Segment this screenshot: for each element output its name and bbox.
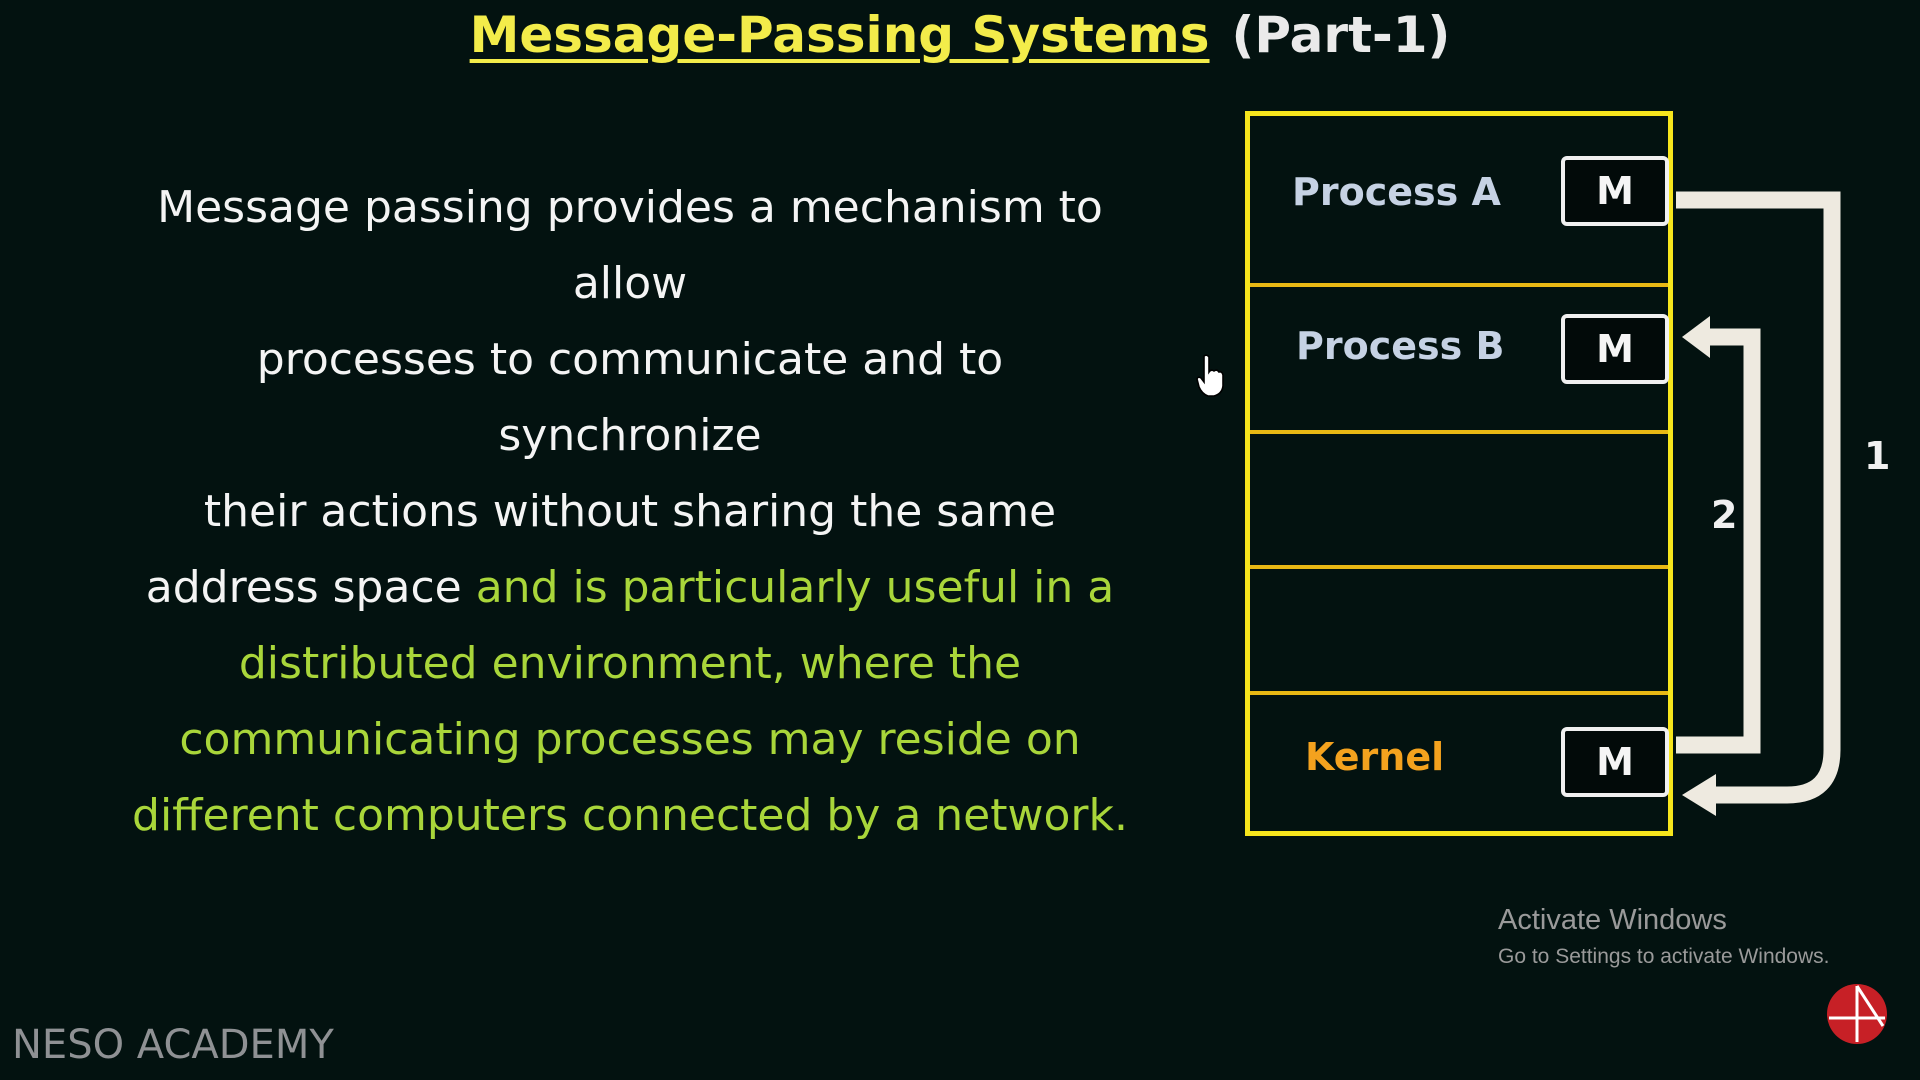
process-a-message-box: M: [1561, 156, 1669, 226]
paragraph-line: processes to communicate and to synchron…: [256, 334, 1004, 461]
neso-logo-icon: [1827, 984, 1887, 1044]
arrow-2-path: [1676, 328, 1761, 754]
description-paragraph: Message passing provides a mechanism to …: [120, 170, 1140, 854]
slide-title: Message-Passing Systems (Part-1): [0, 6, 1920, 64]
kernel-message-box: M: [1561, 727, 1669, 797]
paragraph-line: communicating processes may reside on: [179, 714, 1081, 765]
activate-windows-title: Activate Windows: [1498, 904, 1727, 936]
empty-row: [1250, 434, 1668, 569]
process-b-row: Process B M: [1250, 287, 1669, 434]
memory-stack: Process A M Process B M Kernel M: [1245, 111, 1673, 836]
paragraph-text-white: address space: [145, 562, 462, 613]
activate-windows-subtitle: Go to Settings to activate Windows.: [1498, 945, 1830, 968]
arrow-1-head: [1682, 774, 1716, 816]
arrow-1-path: [1676, 191, 1841, 804]
paragraph-line: distributed environment, where the: [238, 638, 1022, 689]
arrow-2-label: 2: [1711, 493, 1738, 537]
paragraph-line: address space and is particularly useful…: [120, 550, 1140, 626]
paragraph-line: different computers connected by a netwo…: [132, 790, 1128, 841]
process-a-row: Process A M: [1250, 116, 1669, 287]
arrow-2-head: [1682, 316, 1710, 358]
process-a-label: Process A: [1292, 170, 1501, 214]
paragraph-text-green: and is particularly useful in a: [475, 562, 1115, 613]
hand-pointer-icon: [1196, 354, 1224, 397]
paragraph-line: their actions without sharing the same: [203, 486, 1057, 537]
title-part: (Part-1): [1231, 6, 1451, 64]
paragraph-line: Message passing provides a mechanism to …: [157, 182, 1103, 309]
kernel-label: Kernel: [1305, 735, 1445, 779]
process-b-message-box: M: [1561, 314, 1669, 384]
arrow-1-label: 1: [1864, 434, 1891, 478]
empty-row: [1250, 569, 1668, 695]
brand-watermark: NESO ACADEMY: [12, 1022, 334, 1068]
title-main: Message-Passing Systems: [469, 6, 1210, 64]
kernel-row: Kernel M: [1250, 695, 1669, 831]
process-b-label: Process B: [1296, 324, 1505, 368]
